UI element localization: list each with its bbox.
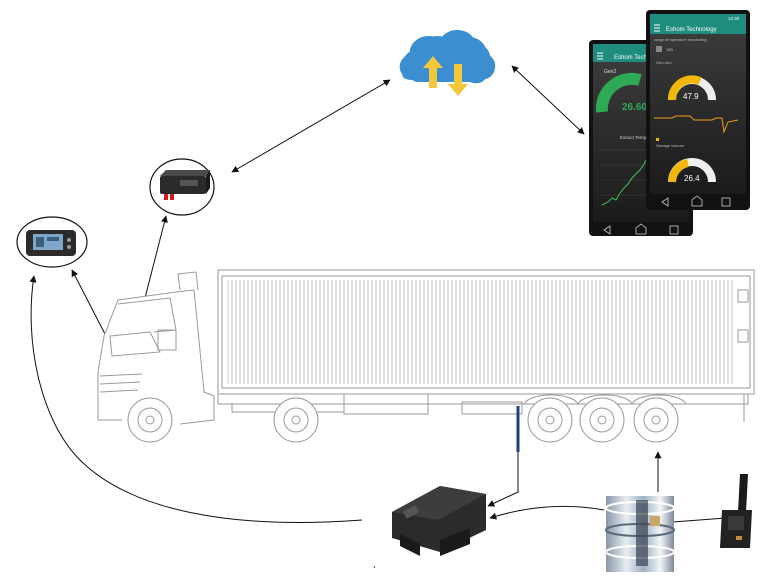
gateway-node	[149, 158, 215, 216]
trailer-wheel-2	[579, 397, 625, 443]
phone-front-trend-line	[654, 115, 739, 134]
upload-arrow-icon	[423, 56, 443, 88]
trailer-wheel-3	[633, 397, 679, 443]
receiver-module-icon	[392, 486, 486, 556]
truck-trailer	[97, 269, 755, 443]
phone-back-title: Eshom Technol	[614, 55, 655, 61]
phone-back-chart-line	[601, 155, 649, 206]
phone-front-section-a: Gen-Info	[656, 60, 672, 65]
download-arrow-icon	[448, 64, 468, 96]
recent-apps-icon[interactable]	[721, 197, 731, 207]
phone-back-menu-label[interactable]: Gen2	[604, 69, 616, 75]
phone-front-gauge-bottom-value: 26.4	[684, 174, 700, 183]
cloud-icon	[399, 29, 496, 96]
home-icon[interactable]	[635, 223, 647, 235]
arrow-cloud-phone	[511, 65, 585, 135]
trailer-wheel-1	[527, 397, 573, 443]
phone-back-chart-title: Extract Temp	[620, 135, 647, 140]
arrow-truck-gateway	[144, 215, 168, 299]
display-monitor-node	[16, 216, 88, 268]
back-icon[interactable]	[661, 197, 669, 207]
phone-front-subtitle: cargo temperature monitoring	[654, 37, 706, 42]
arrow-cable-receiver	[487, 452, 519, 507]
phone-front-title: Eshom Technology	[666, 27, 717, 33]
arrow-sensor-receiver	[489, 505, 605, 520]
arrow-receiver-display	[29, 275, 363, 523]
phone-front-gauge-top: 47.9	[668, 75, 716, 101]
tractor-wheel-rear	[273, 397, 319, 443]
small-mark	[373, 565, 376, 569]
menu-icon[interactable]	[654, 24, 660, 32]
container-ribs	[227, 280, 733, 384]
arrow-cloud-gateway	[231, 79, 391, 173]
phone-back-nav	[603, 223, 679, 235]
wheel-sensor-photo	[605, 496, 675, 572]
back-icon[interactable]	[603, 225, 611, 235]
connection-arrows	[29, 65, 727, 528]
phone-front-gauge-bottom: 26.4	[668, 158, 716, 183]
phone-back-gauge-value: 26.60	[622, 102, 647, 113]
phone-back-gauge	[595, 72, 642, 113]
phone-front-gauge-top-value: 47.9	[683, 92, 699, 101]
phone-front-nav	[661, 195, 731, 207]
transmitter-icon	[720, 474, 752, 548]
gateway-box-icon	[160, 170, 210, 200]
arrow-truck-display	[71, 269, 107, 337]
phone-front-item-label: 100	[666, 47, 673, 52]
trailer-chassis	[217, 393, 749, 405]
phone-front-status-time: 12:30	[728, 16, 740, 21]
menu-icon[interactable]	[597, 52, 603, 60]
container	[217, 269, 755, 395]
tractor-wheel-front	[127, 397, 173, 443]
recent-apps-icon[interactable]	[669, 225, 679, 235]
home-icon[interactable]	[691, 195, 703, 207]
phone-front: 12:30 Eshom Technology cargo temperature…	[646, 10, 750, 210]
phone-back-chart-gridlines	[600, 149, 650, 196]
phone-front-section-b: Storage volume	[656, 143, 685, 148]
